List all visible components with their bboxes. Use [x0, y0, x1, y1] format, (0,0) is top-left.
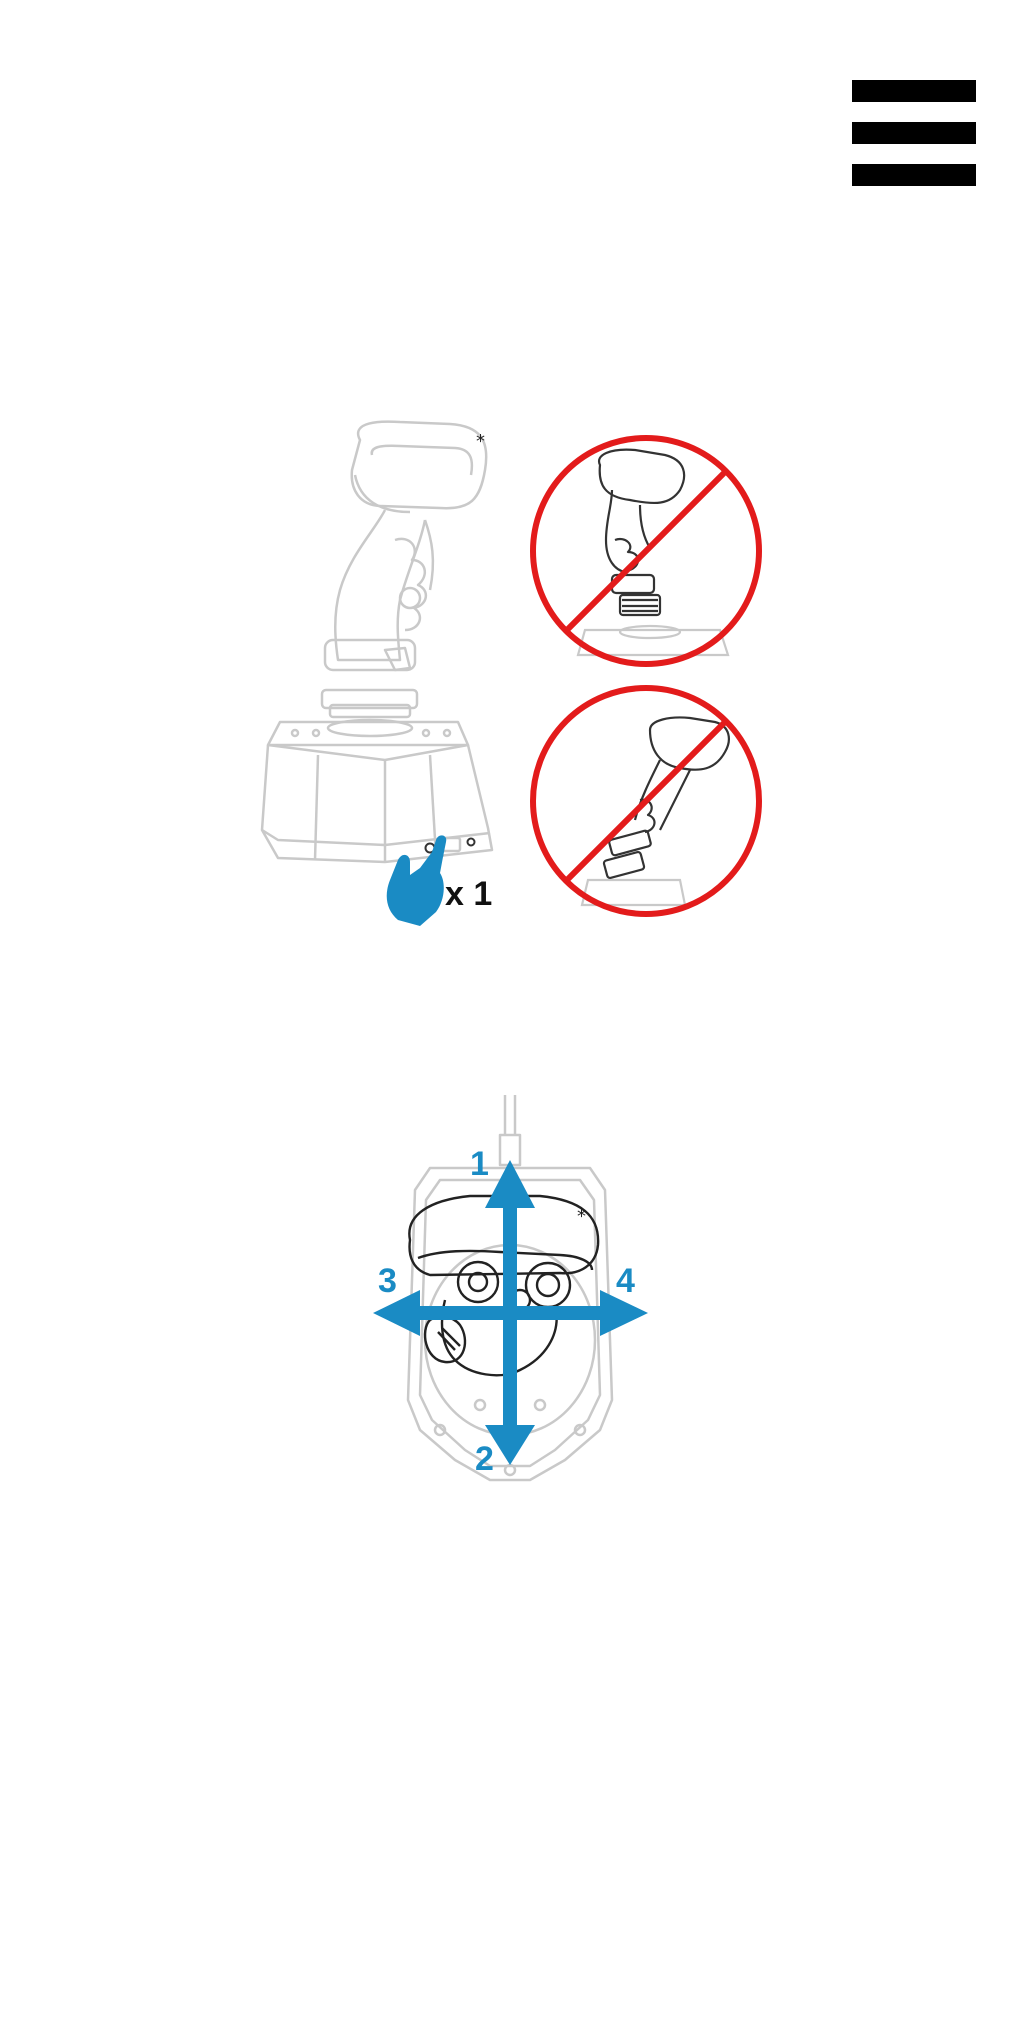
prohibited-sign-icon — [533, 438, 759, 664]
asterisk-note: * — [476, 431, 485, 452]
asterisk-note: * — [577, 1206, 586, 1227]
finger-press-icon — [387, 835, 447, 926]
prohibited-sign-icon — [533, 688, 759, 914]
direction-label-3: 3 — [378, 1262, 397, 1300]
direction-label-1: 1 — [470, 1145, 489, 1183]
direction-label-4: 4 — [616, 1262, 635, 1300]
press-count-label: x 1 — [445, 875, 492, 913]
joystick-base-icon — [262, 422, 492, 862]
direction-label-2: 2 — [475, 1440, 494, 1478]
